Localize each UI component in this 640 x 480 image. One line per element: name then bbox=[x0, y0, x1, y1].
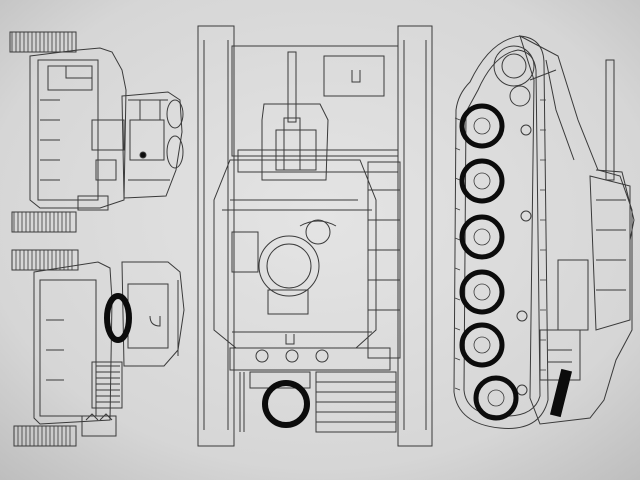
rear-view-hull bbox=[29, 47, 127, 211]
top-view-rear-deck bbox=[229, 347, 397, 433]
front-view-wheel bbox=[104, 293, 132, 343]
side-view bbox=[453, 34, 635, 429]
top-view-turret bbox=[213, 103, 377, 349]
side-view-sprocket bbox=[493, 45, 535, 107]
rear-view-track-top bbox=[9, 31, 77, 53]
side-view-exhaust-bar bbox=[549, 368, 573, 418]
top-view-spare-wheel bbox=[262, 380, 310, 428]
front-view-track-bottom bbox=[13, 425, 77, 447]
side-view-hull bbox=[519, 34, 633, 425]
road-wheel bbox=[459, 103, 505, 149]
top-view-engine-deck bbox=[231, 45, 399, 173]
top-view-left-track bbox=[197, 25, 235, 447]
front-view bbox=[11, 249, 185, 447]
rear-view-track-bottom bbox=[11, 211, 77, 233]
top-view-right-stowage bbox=[367, 161, 401, 359]
road-wheel bbox=[459, 214, 505, 260]
road-wheel bbox=[473, 375, 519, 421]
side-view-superstructure bbox=[539, 175, 631, 381]
top-view-right-track bbox=[397, 25, 433, 447]
road-wheel bbox=[459, 269, 505, 315]
side-view-return-rollers bbox=[516, 124, 532, 396]
side-view-wheel-hubs bbox=[473, 117, 505, 407]
rear-view bbox=[9, 31, 184, 233]
road-wheel bbox=[459, 158, 505, 204]
front-view-hull bbox=[33, 261, 123, 437]
side-view-road-wheels bbox=[459, 103, 519, 421]
rear-view-hatch-dot bbox=[139, 151, 147, 159]
rear-view-turret bbox=[121, 91, 184, 199]
road-wheel bbox=[459, 322, 505, 368]
side-view-track bbox=[453, 35, 549, 429]
side-view-gun bbox=[595, 59, 635, 241]
top-view bbox=[197, 25, 433, 447]
